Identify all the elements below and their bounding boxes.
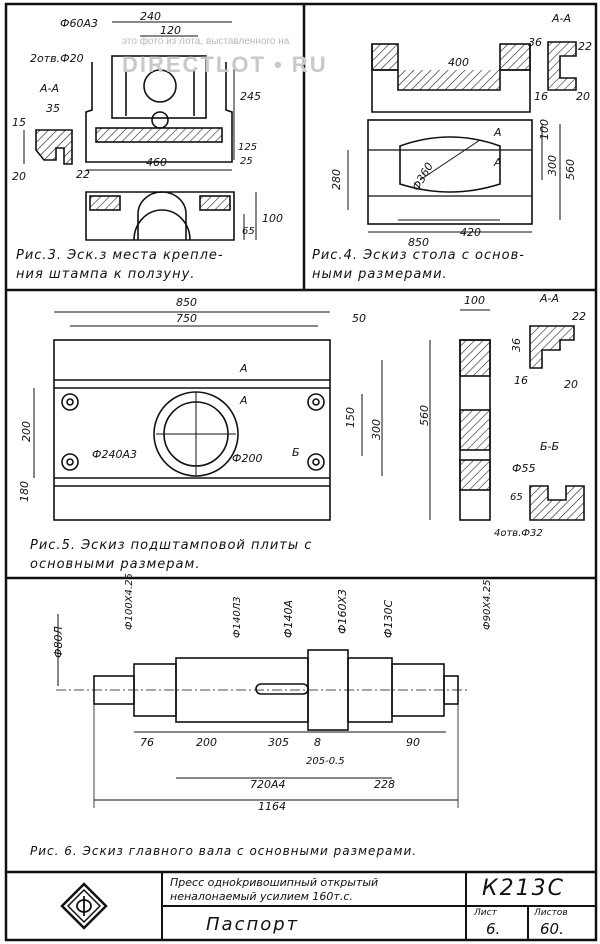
fig4-sec: А-А [551, 12, 571, 25]
fig4-dim-d10: 22 [578, 40, 592, 53]
fig6-caption: Рис. 6. Эскиз главного вала с основными … [30, 844, 418, 858]
fig4-dim-d1: 400 [448, 56, 469, 69]
fig4-dim-d3: Ф360 [410, 160, 436, 193]
fig4-caption: Рис.4. Эскиз стола с основ- ными размера… [312, 248, 525, 282]
title-sheets-value: 60. [540, 920, 564, 938]
fig5-dim-d3: 50 [352, 312, 366, 325]
fig5-a1: А [239, 362, 248, 375]
fig5-dim-d18: 4отв.Ф32 [494, 528, 543, 539]
fig5-dim-d5: 180 [18, 481, 31, 502]
fig4-dim-d8: 560 [564, 159, 577, 180]
fig6-dim-d3: Ф140Л3 [232, 596, 243, 638]
fig3-dim-d13: 65 [242, 226, 255, 237]
fig5-dim-d10: 560 [418, 405, 431, 426]
fig4-dim-d12: 20 [576, 90, 590, 103]
fig3-dim-d12: 25 [240, 156, 253, 167]
fig4-a2: А [493, 156, 502, 169]
fig3-dim-d7: 20 [12, 170, 26, 183]
fig5-dim-d14: 16 [514, 374, 528, 387]
fig5-sketch [33, 309, 585, 521]
fig5-a2: А [239, 394, 248, 407]
fig3-sketch [23, 21, 257, 241]
fig5-dim-d7: Ф200 [232, 452, 262, 465]
fig4-dim-d7: 300 [546, 155, 559, 176]
fig6-dim-d1: Ф80Л [52, 626, 65, 658]
fig6-dim-d15: 228 [374, 778, 395, 791]
fig3-dim-d9: 460 [146, 156, 167, 169]
fig4-dim-d5: 850 [408, 236, 429, 249]
fig4-sketch [347, 41, 577, 233]
fig6-dim-d6: Ф100Х4.25 [124, 573, 135, 630]
fig4-dim-d6: 100 [538, 119, 551, 140]
fig3-dim-d3: Ф60А3 [60, 17, 98, 30]
fig6-dim-d11: 8 [314, 736, 321, 749]
fig5-dim-d1: 850 [176, 296, 197, 309]
fig5-dim-d16: Ф55 [512, 462, 535, 475]
fig6-dim-d14: 720А4 [250, 778, 286, 791]
fig5-sec2: Б-Б [540, 440, 559, 453]
outer-frame [4, 2, 598, 942]
fig4-dim-d2: 280 [330, 169, 343, 190]
fig3-sec: А-А [39, 82, 59, 95]
fig5-dim-d6: Ф240А3 [92, 448, 137, 461]
fig6-dim-d9: 200 [196, 736, 217, 749]
fig6-dim-d10: 305 [268, 736, 289, 749]
title-doc-type: Паспорт [206, 914, 300, 935]
fig6-sketch [56, 614, 470, 808]
fig5-dim-d9: 300 [370, 419, 383, 440]
fig5-dim-d11: 100 [464, 294, 485, 307]
fig5-sec1: А-А [539, 292, 559, 305]
fig3-dim-d14: 100 [262, 212, 283, 225]
fig5-dim-d12: 36 [510, 338, 523, 352]
fig3-dim-d4: 2отв.Ф20 [30, 52, 84, 65]
fig5-caption: Рис.5. Эскиз подштамповой плиты с основн… [30, 538, 313, 572]
fig6-dim-d5: Ф130С [382, 600, 395, 638]
fig4-dim-d11: 16 [534, 90, 548, 103]
fig3-dim-d8: 22 [76, 168, 90, 181]
fig3-caption: Рис.3. Эск.з места крепле- ния штампа к … [16, 248, 224, 282]
fig5-dim-d4: 200 [20, 421, 33, 442]
fig3-dim-d10: 245 [240, 90, 261, 103]
fig5-dim-d13: 22 [572, 310, 586, 323]
fig5-dim-d17: 65 [510, 492, 523, 503]
watermark-line1: это фото из лота, выставленного на [122, 36, 290, 47]
title-description-2: неналонаемый усилием 160т.с. [170, 890, 353, 903]
fig4-dim-d4: 420 [460, 226, 481, 239]
fig6-dim-d13: 90 [406, 736, 420, 749]
fig5-dim-d2: 750 [176, 312, 197, 325]
fig6-dim-d16: 1164 [258, 800, 286, 813]
fig3-dim-d2: 120 [160, 24, 181, 37]
fig6-dim-d8: 76 [140, 736, 154, 749]
fig6-dim-d7: Ф90Х4.25 [482, 580, 493, 630]
title-description-1: Пресс одноkривошипный открытый [170, 876, 379, 889]
fig5-dim-d15: 20 [564, 378, 578, 391]
title-model: К213С [482, 876, 565, 901]
fig5-dim-d8: 150 [344, 407, 357, 428]
fig4-a1: А [493, 126, 502, 139]
fig4-dim-d9: 36 [528, 36, 542, 49]
fig3-dim-d11: 125 [238, 142, 257, 153]
title-sheet-value: 6. [486, 920, 501, 938]
fig3-dim-d1: 240 [140, 10, 161, 23]
title-block-lines [161, 872, 596, 940]
fig6-dim-d4: Ф160Х3 [336, 589, 349, 634]
title-sheet-label: Лист [474, 908, 497, 918]
watermark-line2: DIRECTLOT • RU [122, 52, 328, 77]
fig6-dim-d12: 205-0.5 [306, 756, 345, 767]
fig6-dim-d2: Ф140А [282, 600, 295, 638]
manufacturer-logo [60, 882, 108, 930]
title-sheets-label: Листов [534, 908, 568, 918]
fig5-b1: Б [292, 446, 300, 459]
fig3-dim-d6: 15 [12, 116, 26, 129]
fig3-dim-d5: 35 [46, 102, 60, 115]
